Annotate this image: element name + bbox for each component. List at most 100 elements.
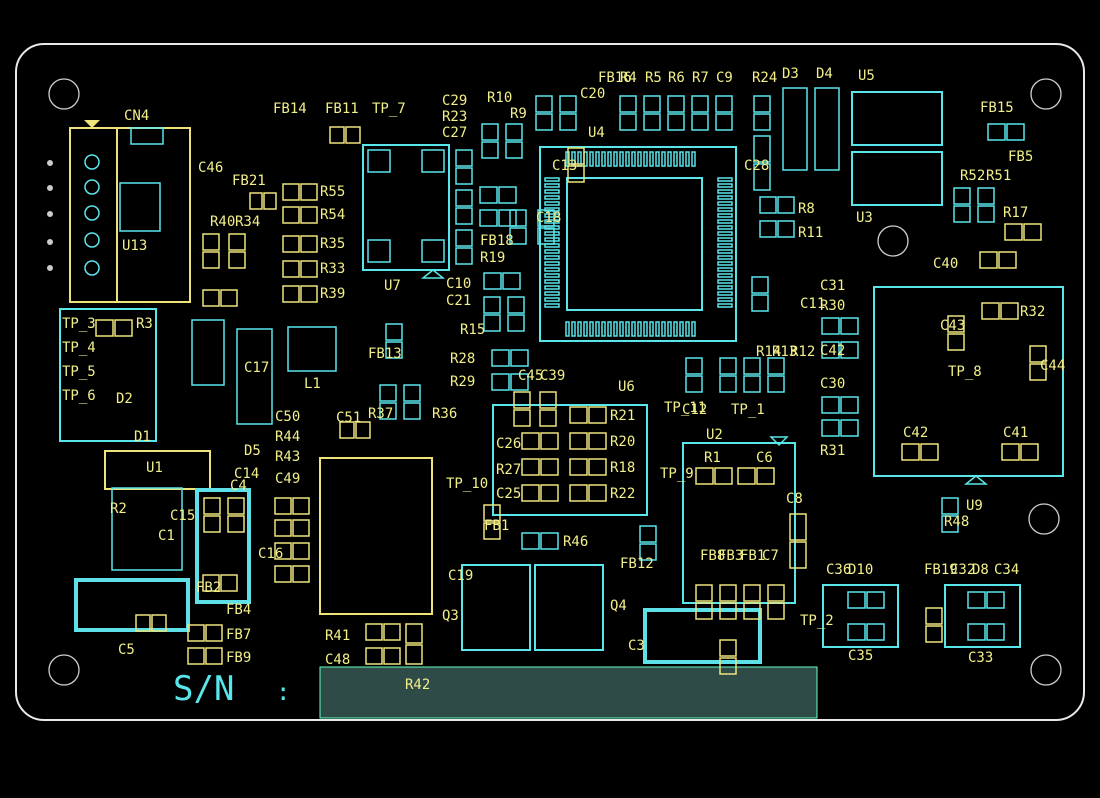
label-q4: Q4 [610,598,627,614]
label-c43: C43 [940,318,965,334]
smd-pad [220,574,238,592]
label-u7: U7 [384,278,401,294]
mcu-pin [717,207,733,212]
mcu-pin [649,321,654,337]
smd-pad [203,497,221,515]
smd-pad [567,147,585,165]
mcu-pin [637,151,642,167]
mcu-pin [607,321,612,337]
label-r9: R9 [510,106,527,122]
smd-pad [249,192,263,210]
smd-pad [588,432,607,450]
label-c41: C41 [1003,425,1028,441]
smd-pad [777,220,795,238]
label-fb18: FB18 [480,233,514,249]
u3-chip [851,151,943,206]
label-r20: R20 [610,434,635,450]
label-r7: R7 [692,70,709,86]
mcu-pin [544,267,560,272]
mounting-hole [48,78,80,110]
mcu-pin [544,279,560,284]
smd-pad [753,163,771,191]
smd-pad [540,432,559,450]
label-c35: C35 [848,648,873,664]
smd-pad [345,126,361,144]
mcu-pin [544,213,560,218]
mcu-pin [667,321,672,337]
label-tp3: TP_3 [62,316,96,332]
serial-colon: : [276,678,290,706]
label-tp9: TP_9 [660,466,694,482]
label-u3: U3 [856,210,873,226]
label-c30: C30 [820,376,845,392]
label-r34: R34 [235,214,260,230]
smd-pad [292,542,310,560]
smd-pad [539,391,557,409]
label-c1: C1 [158,528,175,544]
label-fb14: FB14 [273,101,307,117]
smd-pad [365,647,383,665]
mcu-pin [717,291,733,296]
label-d5: D5 [244,443,261,459]
smd-pad [540,458,559,476]
mcu-pin [544,261,560,266]
smd-pad [1006,123,1025,141]
c14-highlight [195,488,251,604]
u1-module [319,457,433,615]
label-c32: C32 [950,562,975,578]
smd-pad [715,95,733,113]
smd-pad [967,623,986,641]
smd-pad [282,235,300,253]
label-r1: R1 [704,450,721,466]
mcu-pin [565,321,570,337]
smd-pad [1023,223,1042,241]
smd-pad [821,341,840,359]
d8-block [944,584,1021,648]
smd-pad [639,525,657,543]
mcu-pin [717,225,733,230]
mcu-pin [619,321,624,337]
d4-diode [814,87,840,171]
smd-pad [507,314,525,332]
smd-pad [205,624,223,642]
smd-pad [502,272,521,290]
label-l1: L1 [304,376,321,392]
mcu-pin [685,151,690,167]
smd-pad [479,186,498,204]
label-c16: C16 [258,546,283,562]
label-c29: C29 [442,93,467,109]
mcu-pin [717,183,733,188]
u13-chip [119,182,161,232]
smd-pad [840,419,859,437]
smd-pad [510,349,529,367]
smd-pad [481,141,499,159]
smd-pad [767,357,785,375]
label-tp6: TP_6 [62,388,96,404]
smd-pad [355,421,371,439]
label-fb8: FB8 [700,548,725,564]
smd-pad [743,357,761,375]
smd-pad [559,113,577,131]
label-r55: R55 [320,184,345,200]
label-r13: R13 [772,344,797,360]
mcu-pin [717,297,733,302]
smd-pad [789,541,807,569]
mcu-pin [577,321,582,337]
mounting-hole [1028,503,1060,535]
label-c31: C31 [820,278,845,294]
smd-pad [719,584,737,602]
smd-pad [300,260,318,278]
mcu-pin [544,195,560,200]
smd-pad [202,251,220,269]
mcu-pin [667,151,672,167]
smd-pad [1004,223,1023,241]
smd-pad [953,205,971,223]
smd-pad [187,624,205,642]
label-fb13: FB13 [368,346,402,362]
u7-chip [362,144,450,279]
label-cn4: CN4 [124,108,149,124]
smd-pad [537,209,555,227]
smd-pad [821,396,840,414]
label-c49: C49 [275,471,300,487]
